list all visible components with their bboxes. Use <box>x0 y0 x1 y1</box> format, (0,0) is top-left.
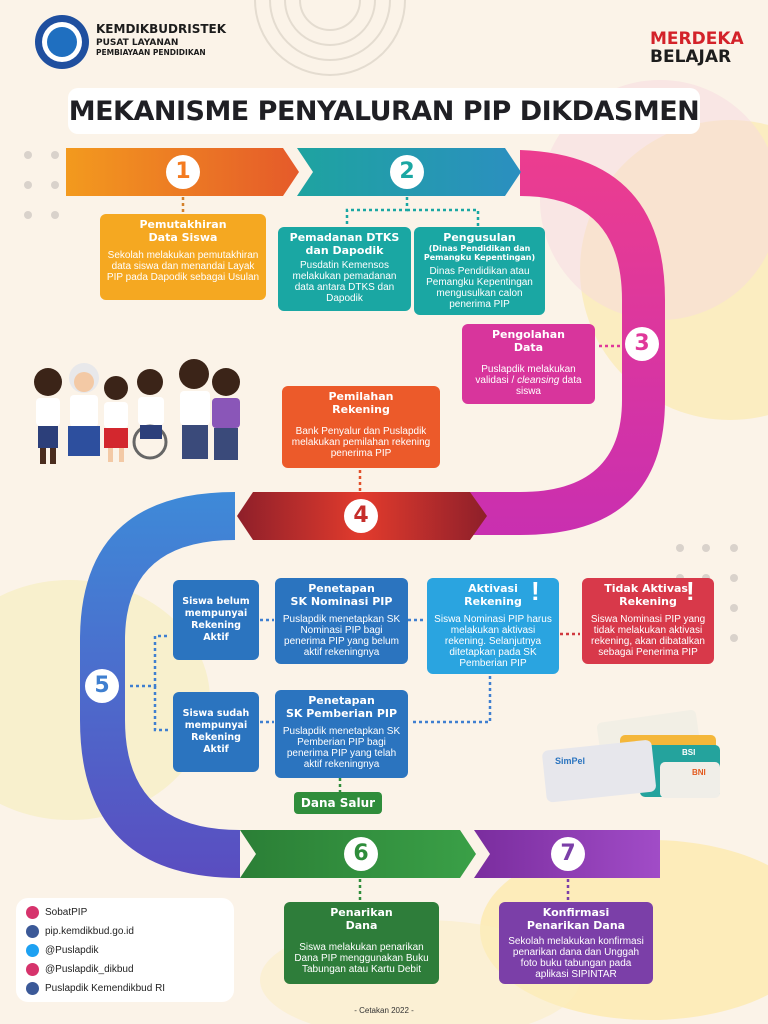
card-pemutakhiran: Pemutakhiran Data Siswa Sekolah melakuka… <box>100 214 266 300</box>
card-tidak-aktivasi: Tidak Aktivasi Rekening ! Siswa Nominasi… <box>582 576 714 664</box>
siswa-sudah-box: Siswa sudah mempunyai Rekening Aktif <box>173 692 259 772</box>
org-sub2: PEMBIAYAAN PENDIDIKAN <box>96 48 206 57</box>
social-row[interactable]: @Puslapdik <box>26 944 99 957</box>
social-row[interactable]: pip.kemdikbud.go.id <box>26 925 134 938</box>
card-pengolahan: Pengolahan Data Puslapdik melakukan vali… <box>462 324 595 404</box>
footer-text: - Cetakan 2022 - <box>354 1006 414 1015</box>
web-icon <box>26 925 39 938</box>
card-pengusulan: Pengusulan (Dinas Pendidikan dan Pemangk… <box>414 227 545 315</box>
facebook-youtube-icon <box>26 982 39 995</box>
card-penarikan: Penarikan Dana Siswa melakukan penarikan… <box>284 902 439 984</box>
card-sk-nominasi: Penetapan SK Nominasi PIP Puslapdik mene… <box>275 578 408 664</box>
step-7-badge: 7 <box>551 837 585 871</box>
bank-cards-illustration <box>542 709 720 803</box>
org-name: KEMDIKBUDRISTEK <box>96 22 227 36</box>
step-6-badge: 6 <box>344 837 378 871</box>
step-3-badge: 3 <box>625 327 659 361</box>
social-media-panel: SobatPIP pip.kemdikbud.go.id @Puslapdik … <box>16 898 234 1002</box>
step-1-badge: 1 <box>166 155 200 189</box>
social-row[interactable]: SobatPIP <box>26 906 87 919</box>
step-4-badge: 4 <box>344 499 378 533</box>
exclamation-icon: ! <box>686 576 695 606</box>
card-sk-pemberian: Penetapan SK Pemberian PIP Puslapdik men… <box>275 690 408 778</box>
dana-salur-label: Dana Salur <box>294 792 382 814</box>
org-sub1: PUSAT LAYANAN <box>96 38 179 48</box>
card-konfirmasi: Konfirmasi Penarikan Dana Sekolah melaku… <box>499 902 653 984</box>
exclamation-icon: ! <box>531 576 540 606</box>
siswa-belum-box: Siswa belum mempunyai Rekening Aktif <box>173 580 259 660</box>
students-illustration <box>34 359 240 464</box>
merdeka-belajar-logo: MERDEKA BELAJAR <box>650 29 744 67</box>
step-2-badge: 2 <box>390 155 424 189</box>
simpel-card-label: SimPel <box>555 756 586 766</box>
card-pemilahan: Pemilahan Rekening Bank Penyalur dan Pus… <box>282 386 440 468</box>
step-5-badge: 5 <box>85 669 119 703</box>
social-row[interactable]: Puslapdik Kemendikbud RI <box>26 982 165 995</box>
bni-card-label: BNI <box>692 768 706 777</box>
bsi-card-label: BSI <box>682 748 696 757</box>
twitter-icon <box>26 944 39 957</box>
card-pemadanan: Pemadanan DTKS dan Dapodik Pusdatin Keme… <box>278 227 411 311</box>
instagram-tiktok-icon <box>26 906 39 919</box>
brand-line1: MERDEKA <box>650 29 744 49</box>
header-logo: KEMDIKBUDRISTEK PUSAT LAYANAN PEMBIAYAAN… <box>96 22 227 62</box>
social-row[interactable]: @Puslapdik_dikbud <box>26 963 134 976</box>
instagram-icon <box>26 963 39 976</box>
brand-line2: BELAJAR <box>650 47 732 67</box>
card-aktivasi: Aktivasi Rekening ! Siswa Nominasi PIP h… <box>427 576 559 674</box>
page-title: MEKANISME PENYALURAN PIP DIKDASMEN <box>68 88 700 134</box>
